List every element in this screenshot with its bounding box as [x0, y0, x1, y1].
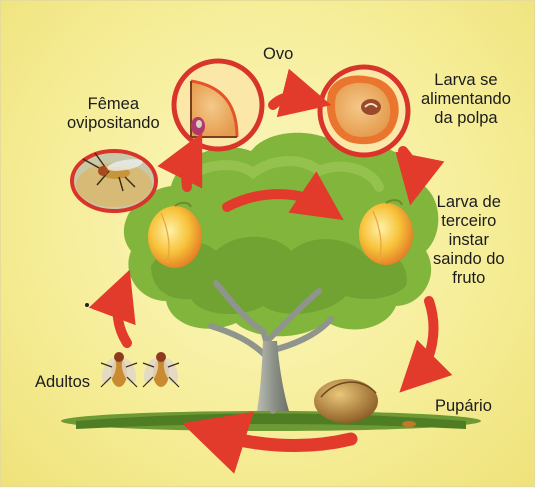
larva-feeding-circle: [320, 67, 408, 155]
egg-stage-circle: [174, 61, 262, 149]
label-adults: Adultos: [35, 373, 90, 392]
label-larva-third-instar: Larva de terceiro instar saindo do fruto: [433, 193, 505, 288]
label-pupa: Pupário: [435, 397, 492, 416]
arrow-egg-to-larva: [273, 97, 307, 105]
fly-icon-adult-1: [99, 352, 139, 387]
label-larva-feeding: Larva se alimentando da polpa: [421, 71, 511, 128]
arrow-pupa-to-adults: [213, 433, 351, 446]
arrow-third-to-pupa: [417, 301, 433, 375]
female-ovipositing-circle: [72, 151, 156, 211]
ground: [61, 411, 481, 431]
fly-icon-adult-2: [141, 352, 181, 387]
speck: [85, 303, 89, 307]
arrow-adults-to-female: [118, 293, 127, 343]
arrow-female-to-egg: [186, 155, 191, 187]
label-female-ovipositing: Fêmea ovipositando: [67, 95, 160, 133]
label-egg: Ovo: [263, 45, 293, 64]
